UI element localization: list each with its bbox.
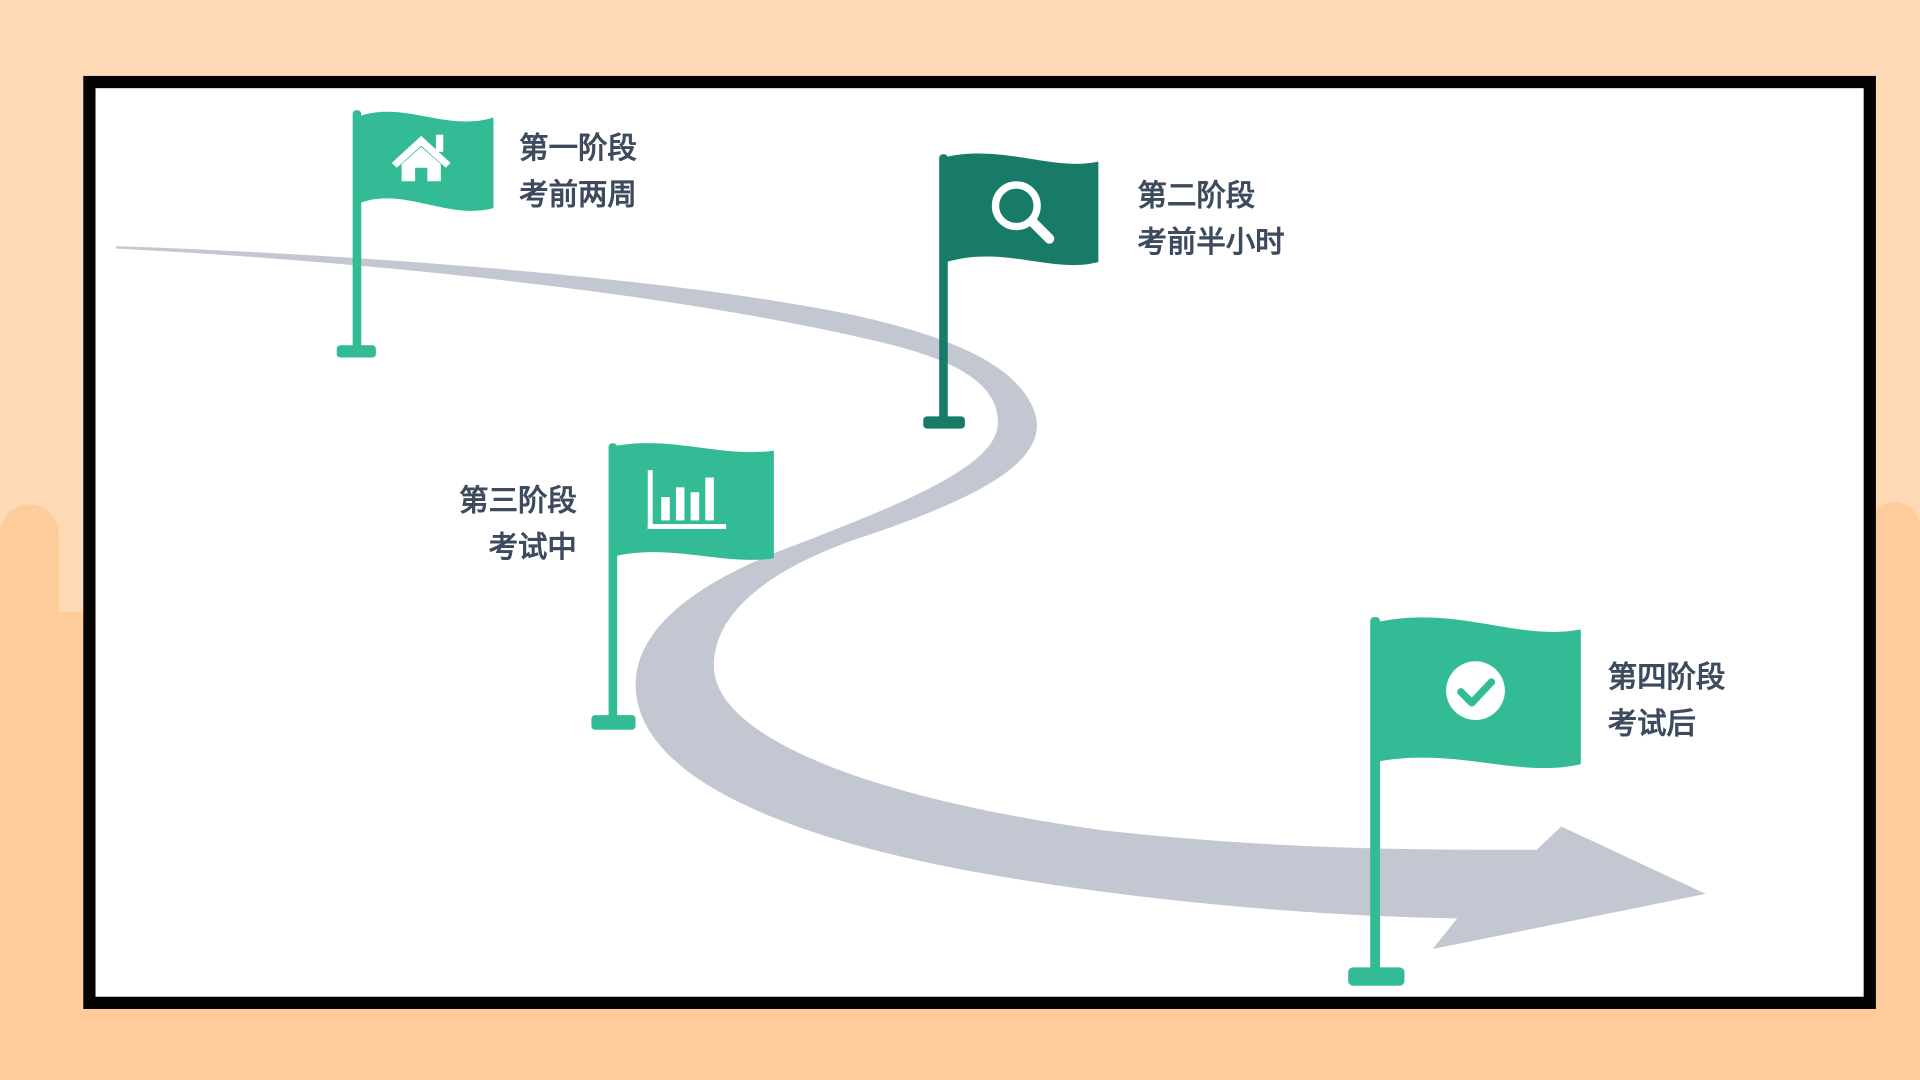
search-icon	[991, 181, 1055, 244]
flag-stage-4	[1348, 617, 1581, 986]
stage-2-label: 第二阶段 考前半小时	[1138, 173, 1285, 266]
flag-stage-2	[923, 153, 1099, 429]
flag-stage-1	[336, 110, 494, 358]
stage-title: 第二阶段	[1137, 178, 1256, 214]
flag-base	[1348, 967, 1405, 986]
check-circle-icon	[1446, 661, 1505, 721]
stage-title: 第三阶段	[459, 483, 577, 518]
background-bump-right	[1868, 502, 1920, 1080]
road-arrow	[116, 246, 1706, 949]
stage-4-label: 第四阶段 考试后	[1608, 654, 1726, 747]
stage-subtitle: 考试后	[1607, 706, 1696, 741]
flag-pole	[939, 154, 948, 424]
flag-base	[923, 416, 965, 429]
stage-subtitle: 考试中	[488, 530, 577, 565]
flag-pole	[608, 443, 618, 721]
stage-title: 第一阶段	[519, 131, 637, 166]
flag-base	[591, 715, 636, 730]
home-icon	[391, 134, 451, 182]
stage-1-label: 第一阶段 考前两周	[519, 125, 637, 218]
stage-subtitle: 考前半小时	[1137, 225, 1285, 260]
flag-base	[336, 345, 376, 358]
stage-3-label: 第三阶段 考试中	[404, 478, 577, 571]
flag-cloth	[946, 153, 1099, 266]
bar-chart-icon	[647, 470, 727, 529]
stage-subtitle: 考前两周	[519, 177, 637, 212]
flag-stage-3	[591, 443, 774, 730]
stage-title: 第四阶段	[1607, 660, 1726, 695]
